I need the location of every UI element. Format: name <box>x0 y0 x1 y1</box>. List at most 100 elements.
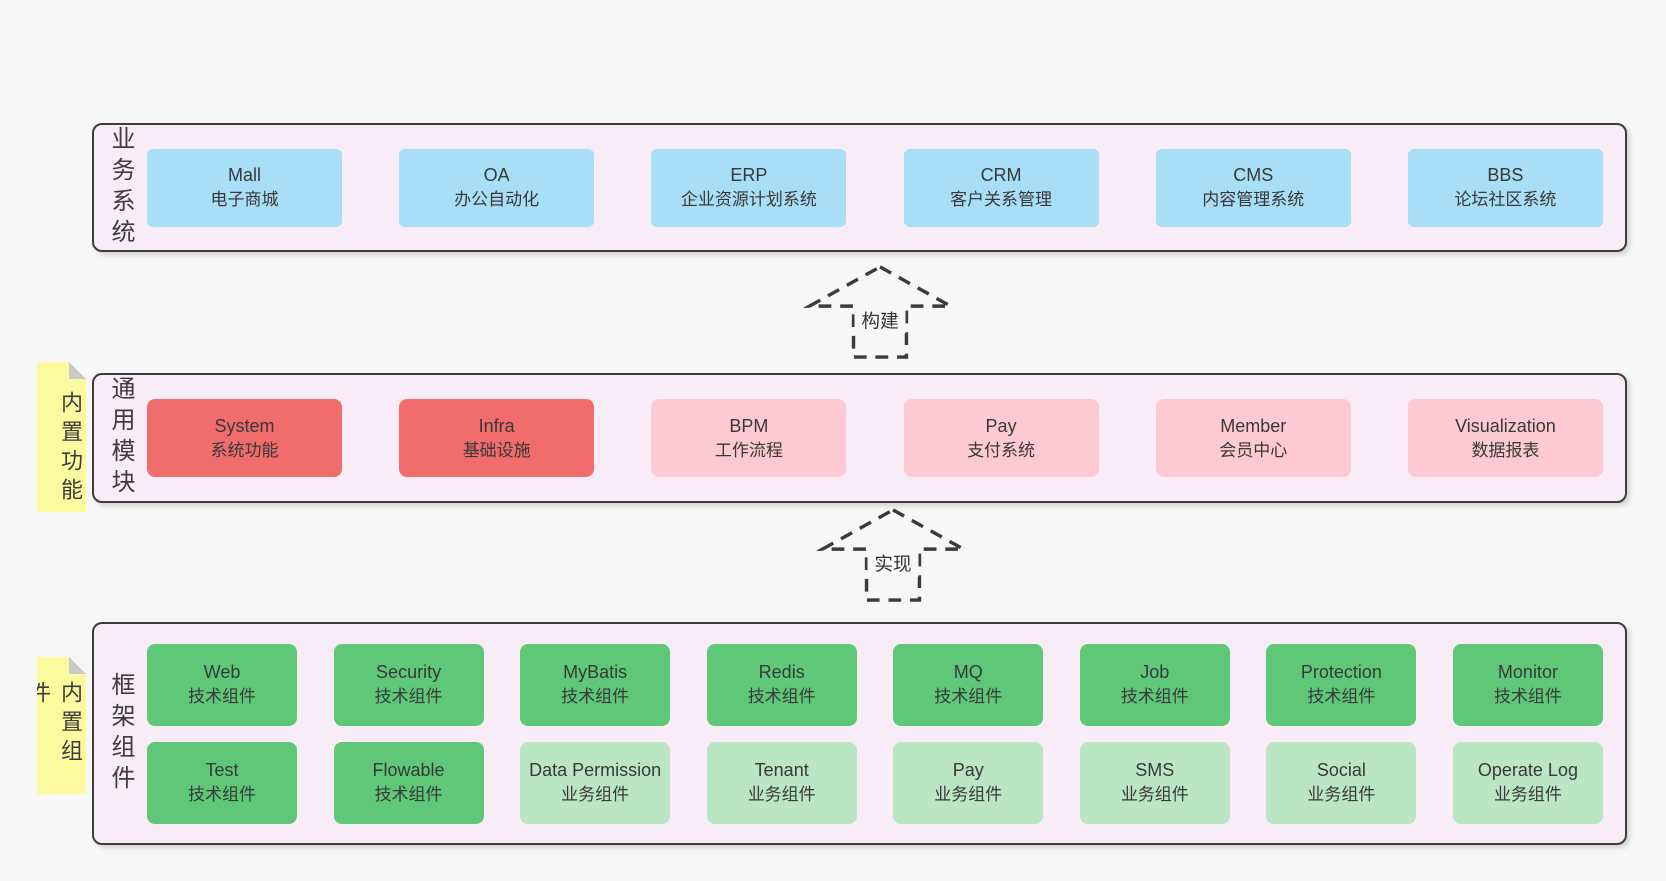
node-redis: Redis 技术组件 <box>706 643 857 726</box>
node-mq: MQ 技术组件 <box>893 643 1044 726</box>
node-subtitle: 技术组件 <box>934 687 1003 707</box>
layer-modules-label: 通用模块 <box>107 376 134 500</box>
node-title: ERP <box>730 165 768 186</box>
node-test: Test 技术组件 <box>147 741 297 824</box>
node-title: Mall <box>227 165 261 186</box>
node-system: System 系统功能 <box>147 399 342 477</box>
node-mall: Mall 电子商城 <box>147 148 342 227</box>
node-title: CMS <box>1233 165 1274 186</box>
node-tenant: Tenant 业务组件 <box>706 741 857 824</box>
node-subtitle: 技术组件 <box>188 687 256 707</box>
node-monitor: Monitor 技术组件 <box>1452 643 1603 726</box>
node-crm: CRM 客户关系管理 <box>903 148 1099 227</box>
node-subtitle: 会员中心 <box>1219 440 1288 460</box>
node-cms: CMS 内容管理系统 <box>1155 148 1351 227</box>
business-boxes: Mall 电子商城 OA 办公自动化 ERP 企业资源计划系统 CRM 客户关系… <box>147 148 1625 227</box>
framework-row-1: Web 技术组件 Security 技术组件 MyBatis 技术组件 Redi… <box>147 643 1603 726</box>
node-subtitle: 内容管理系统 <box>1202 190 1305 210</box>
node-title: Tenant <box>754 760 809 781</box>
node-subtitle: 论坛社区系统 <box>1454 190 1557 210</box>
node-subtitle: 办公自动化 <box>454 190 540 210</box>
node-visualization: Visualization 数据报表 <box>1407 399 1603 477</box>
node-title: Visualization <box>1455 415 1556 436</box>
node-title: BBS <box>1487 165 1524 186</box>
node-title: MyBatis <box>563 662 628 683</box>
node-infra: Infra 基础设施 <box>399 399 595 477</box>
node-subtitle: 技术组件 <box>561 687 630 707</box>
node-subtitle: 技术组件 <box>1120 687 1189 707</box>
sticky-note-builtin-functions: 内置功能 <box>37 362 86 512</box>
node-job: Job 技术组件 <box>1079 643 1230 726</box>
node-subtitle: 电子商城 <box>210 190 279 210</box>
node-subtitle: 企业资源计划系统 <box>680 190 817 210</box>
node-subtitle: 技术组件 <box>747 687 816 707</box>
node-title: System <box>214 415 275 436</box>
framework-row-2: Test 技术组件 Flowable 技术组件 Data Permission … <box>147 741 1603 824</box>
node-subtitle: 客户关系管理 <box>950 190 1053 210</box>
arrow-up-build-icon: 构建 <box>802 264 958 359</box>
layer-business-systems: 业务系统 Mall 电子商城 OA 办公自动化 ERP 企业资源计划系统 CRM… <box>92 123 1627 252</box>
node-web: Web 技术组件 <box>147 643 297 726</box>
sticky-label: 内置组件 <box>26 681 83 768</box>
node-pay-module: Pay 支付系统 <box>903 399 1099 477</box>
node-subtitle: 工作流程 <box>714 440 783 460</box>
node-subtitle: 业务组件 <box>561 785 630 805</box>
node-subtitle: 系统功能 <box>210 440 279 460</box>
node-pay-component: Pay 业务组件 <box>893 741 1044 824</box>
node-title: Flowable <box>372 760 445 781</box>
arrow-implement-label: 实现 <box>874 554 911 575</box>
node-subtitle: 技术组件 <box>1307 687 1376 707</box>
node-flowable: Flowable 技术组件 <box>333 741 484 824</box>
node-title: Test <box>205 760 239 781</box>
node-title: Operate Log <box>1477 760 1578 781</box>
node-title: SMS <box>1135 760 1175 781</box>
node-title: Protection <box>1300 662 1382 683</box>
node-bbs: BBS 论坛社区系统 <box>1407 148 1603 227</box>
node-subtitle: 业务组件 <box>1120 785 1189 805</box>
node-title: Member <box>1220 415 1287 436</box>
node-title: Pay <box>952 760 984 781</box>
node-subtitle: 业务组件 <box>934 785 1003 805</box>
node-social: Social 业务组件 <box>1266 741 1417 824</box>
node-subtitle: 基础设施 <box>462 440 531 460</box>
arrow-up-implement-icon: 实现 <box>815 507 971 602</box>
node-subtitle: 技术组件 <box>188 785 256 805</box>
node-title: Data Permission <box>529 760 662 781</box>
node-security: Security 技术组件 <box>333 643 484 726</box>
node-subtitle: 技术组件 <box>1493 687 1562 707</box>
node-mybatis: MyBatis 技术组件 <box>520 643 671 726</box>
node-data-permission: Data Permission 业务组件 <box>520 741 671 824</box>
layer-framework-components: 框架组件 Web 技术组件 Security 技术组件 MyBatis 技术组件… <box>92 622 1627 845</box>
node-title: Monitor <box>1497 662 1558 683</box>
node-title: Redis <box>758 662 805 683</box>
module-boxes: System 系统功能 Infra 基础设施 BPM 工作流程 Pay 支付系统… <box>147 399 1625 477</box>
fold-corner-icon <box>69 657 86 674</box>
node-subtitle: 数据报表 <box>1471 440 1540 460</box>
node-title: CRM <box>980 165 1022 186</box>
layer-framework-label: 框架组件 <box>107 671 134 796</box>
sticky-label: 内置功能 <box>58 391 83 507</box>
node-subtitle: 技术组件 <box>374 785 443 805</box>
node-subtitle: 业务组件 <box>747 785 816 805</box>
node-subtitle: 支付系统 <box>967 440 1036 460</box>
node-title: Web <box>203 662 241 683</box>
node-member: Member 会员中心 <box>1155 399 1351 477</box>
node-oa: OA 办公自动化 <box>399 148 595 227</box>
node-sms: SMS 业务组件 <box>1079 741 1230 824</box>
node-title: OA <box>483 165 510 186</box>
node-subtitle: 业务组件 <box>1307 785 1376 805</box>
framework-boxes: Web 技术组件 Security 技术组件 MyBatis 技术组件 Redi… <box>147 643 1625 824</box>
fold-corner-icon <box>69 362 86 379</box>
layer-business-label: 业务系统 <box>107 125 134 250</box>
layer-common-modules: 通用模块 System 系统功能 Infra 基础设施 BPM 工作流程 Pay… <box>92 373 1627 503</box>
node-bpm: BPM 工作流程 <box>651 399 847 477</box>
node-title: Social <box>1316 760 1366 781</box>
node-subtitle: 技术组件 <box>374 687 443 707</box>
node-title: Security <box>376 662 442 683</box>
node-operate-log: Operate Log 业务组件 <box>1452 741 1603 824</box>
node-title: BPM <box>729 415 769 436</box>
node-title: Pay <box>985 415 1017 436</box>
node-protection: Protection 技术组件 <box>1266 643 1417 726</box>
node-title: MQ <box>953 662 983 683</box>
